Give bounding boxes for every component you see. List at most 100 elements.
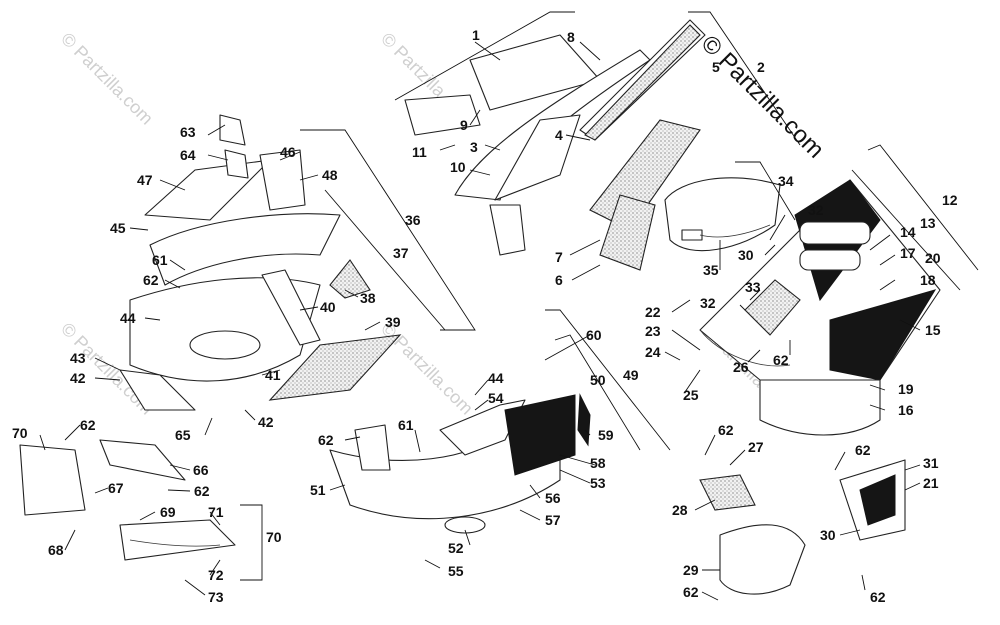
callout-label: 43	[70, 350, 86, 366]
console-assembly	[119, 114, 402, 411]
callout-label: 71	[208, 504, 224, 520]
watermark-text: © Partzilla.com	[377, 319, 477, 419]
callout-label: 21	[923, 475, 939, 491]
callout-label: 42	[258, 414, 274, 430]
callout-label: 4	[555, 127, 563, 143]
callout-label: 51	[310, 482, 326, 498]
callout-label: 63	[180, 124, 196, 140]
callout-label: 13	[920, 215, 936, 231]
callout-label: 26	[733, 359, 749, 375]
callout-label: 30	[820, 527, 836, 543]
callout-label: 59	[598, 427, 614, 443]
callout-label: 34	[778, 173, 794, 189]
callout-label: 67	[108, 480, 124, 496]
callout-label: 69	[160, 504, 176, 520]
callout-label: 37	[393, 245, 409, 261]
callout-label: 36	[405, 212, 421, 228]
callout-label: 54	[488, 390, 504, 406]
callout-label: 6	[555, 272, 563, 288]
callout-label: 7	[555, 249, 563, 265]
callout-label: 70	[12, 425, 28, 441]
callout-label: 32	[808, 202, 824, 218]
callout-label: 61	[398, 417, 414, 433]
callout-label: 56	[545, 490, 561, 506]
callout-label: 62	[718, 422, 734, 438]
callout-label: 5	[712, 59, 720, 75]
callout-label: 45	[110, 220, 126, 236]
callout-label: 12	[942, 192, 958, 208]
callout-label: 8	[567, 29, 575, 45]
callout-label: 62	[194, 483, 210, 499]
callout-label: 68	[48, 542, 64, 558]
callout-label: 62	[773, 352, 789, 368]
callout-label: 41	[265, 367, 281, 383]
callout-label: 47	[137, 172, 153, 188]
callout-label: 18	[920, 272, 936, 288]
callout-label: 35	[703, 262, 719, 278]
leader-lines	[39, 41, 921, 601]
callout-label: 60	[586, 327, 602, 343]
callout-label: 42	[70, 370, 86, 386]
callout-label: 49	[623, 367, 639, 383]
callout-label: 9	[460, 117, 468, 133]
callout-label: 33	[745, 279, 761, 295]
side-panel-assembly	[699, 179, 941, 436]
callout-label: 44	[120, 310, 136, 326]
callout-label: 15	[925, 322, 941, 338]
callout-label: 64	[180, 147, 196, 163]
callout-label: 52	[448, 540, 464, 556]
callout-label: 61	[152, 252, 168, 268]
callout-label: 31	[923, 455, 939, 471]
lower-right-assembly	[699, 459, 906, 595]
callout-label: 14	[900, 224, 916, 240]
watermark-main: © Partzilla.com	[696, 30, 829, 163]
callout-label: 16	[898, 402, 914, 418]
callout-label: 23	[645, 323, 661, 339]
callout-label: 27	[748, 439, 764, 455]
callout-label: 62	[855, 442, 871, 458]
callout-label: 28	[672, 502, 688, 518]
callout-label: 58	[590, 455, 606, 471]
callout-label: 44	[488, 370, 504, 386]
callout-label: 22	[645, 304, 661, 320]
callout-label: 10	[450, 159, 466, 175]
callout-label: 72	[208, 567, 224, 583]
callout-label: 65	[175, 427, 191, 443]
hood-assembly	[404, 19, 781, 271]
callout-labels: 1 2 3 4 5 6 7 8 9 10 11 12 13 14 15 16 1…	[12, 27, 958, 605]
callout-label: 48	[322, 167, 338, 183]
callout-label: 19	[898, 381, 914, 397]
callout-label: 62	[683, 584, 699, 600]
callout-label: 20	[925, 250, 941, 266]
callout-label: 11	[412, 144, 427, 160]
callout-label: 66	[193, 462, 209, 478]
callout-label: 55	[448, 563, 464, 579]
callout-label: 39	[385, 314, 401, 330]
belly-pan-assembly	[329, 393, 591, 534]
callout-label: 40	[320, 299, 336, 315]
callout-label: 50	[590, 372, 606, 388]
callout-label: 73	[208, 589, 224, 605]
watermark-text: © Partzilla.com	[57, 29, 157, 129]
callout-label: 62	[318, 432, 334, 448]
bracket-lines	[240, 11, 979, 581]
callout-label: 38	[360, 290, 376, 306]
callout-label: 53	[590, 475, 606, 491]
callout-label: 24	[645, 344, 661, 360]
callout-label: 62	[870, 589, 886, 605]
callout-label: 46	[280, 144, 296, 160]
callout-label: 70	[266, 529, 282, 545]
callout-label: 3	[470, 139, 478, 155]
callout-label: 1	[472, 27, 480, 43]
callout-label: 29	[683, 562, 699, 578]
callout-label: 62	[143, 272, 159, 288]
callout-label: 62	[80, 417, 96, 433]
lower-left-assembly	[19, 439, 236, 561]
callout-label: 17	[900, 245, 916, 261]
callout-label: 2	[757, 59, 765, 75]
callout-label: 30	[738, 247, 754, 263]
callout-label: 32	[700, 295, 716, 311]
callout-label: 57	[545, 512, 561, 528]
